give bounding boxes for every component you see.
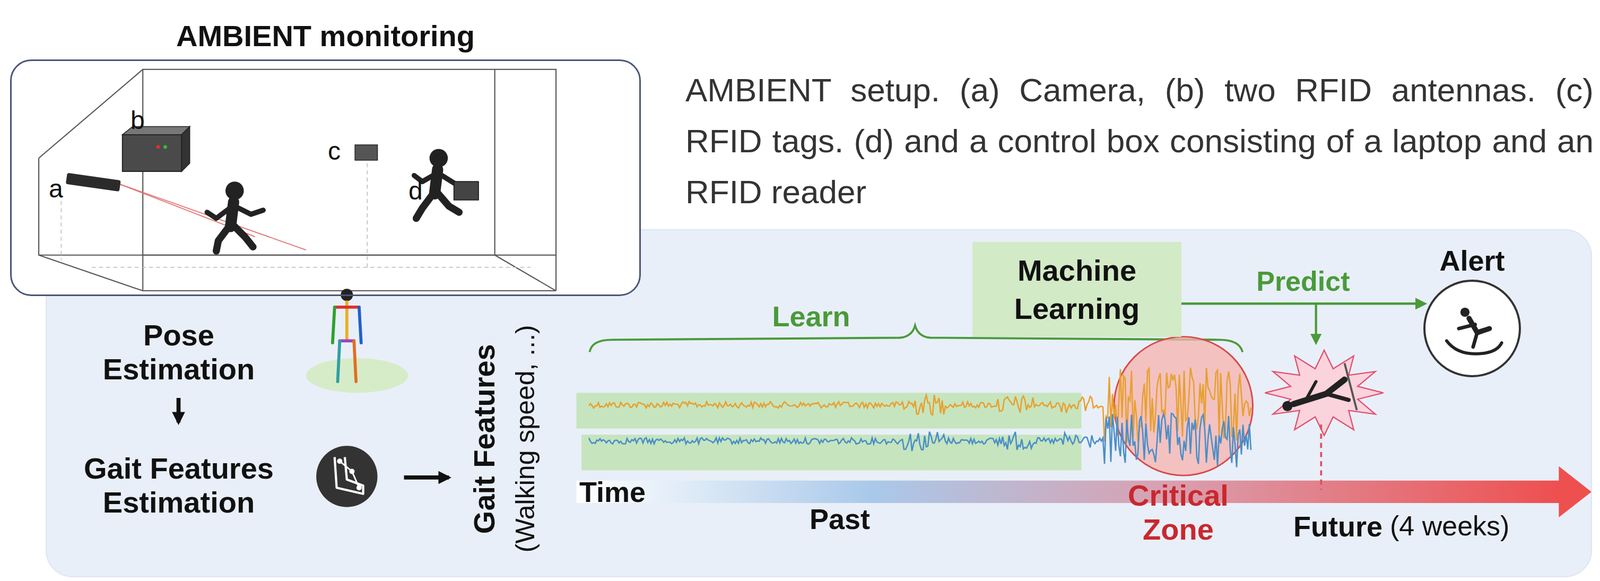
skeleton-figure xyxy=(334,305,360,309)
skeleton-figure xyxy=(339,338,354,343)
caption: AMBIENT setup. (a) Camera, (b) two RFID … xyxy=(685,64,1594,218)
person-with-control-box xyxy=(454,181,479,200)
foot-icon xyxy=(339,461,352,472)
fall-marker-line xyxy=(1319,424,1323,490)
predict-branch-arrow xyxy=(1315,303,1318,343)
fall-event-icon xyxy=(1344,363,1358,411)
foot-icon xyxy=(316,445,378,507)
axis-label: (4 weeks) xyxy=(1389,510,1510,543)
camera xyxy=(65,172,121,192)
machine-learning-box: Machine Learning xyxy=(972,241,1182,337)
floor-guide xyxy=(61,163,531,268)
corridor-outline xyxy=(555,255,557,291)
rfid-antennas xyxy=(163,144,168,149)
fall-event-icon xyxy=(1293,379,1345,404)
monitoring-panel-fill xyxy=(10,59,641,297)
callout-letter: d xyxy=(408,176,430,206)
axis-label: Future xyxy=(1293,509,1383,543)
corridor-outline xyxy=(142,255,144,291)
axis-label: Past xyxy=(809,502,871,536)
corridor-outline xyxy=(142,69,556,256)
process-step: Pose Estimation xyxy=(77,318,280,387)
fall-event-icon xyxy=(1265,350,1384,436)
fall-marker-line xyxy=(1320,424,1322,490)
skeleton-figure xyxy=(306,288,408,393)
bracket-label: Learn xyxy=(771,299,850,333)
alert-icon xyxy=(1460,307,1470,317)
fall-event-icon xyxy=(1305,381,1316,400)
floor-guide xyxy=(367,163,369,268)
corridor-outline xyxy=(494,69,496,256)
rfid-antennas xyxy=(156,144,161,149)
alert-icon xyxy=(1458,324,1478,347)
axis-label: Time xyxy=(579,475,646,509)
pose-arrow xyxy=(176,397,181,423)
corridor-outline xyxy=(38,69,556,291)
skeleton-figure xyxy=(332,307,335,343)
fall-event-icon xyxy=(1265,350,1384,436)
edge-label: Predict xyxy=(1256,265,1350,298)
signal-blue xyxy=(588,413,1251,468)
person-with-control-box xyxy=(438,173,456,184)
fall-event-icon xyxy=(1326,393,1349,400)
camera-field xyxy=(118,183,307,250)
corridor-outline xyxy=(38,158,495,256)
skeleton-figure xyxy=(337,340,341,382)
foot-icon xyxy=(316,445,378,507)
axis-title: Gait Features xyxy=(467,343,502,534)
walking-person xyxy=(216,224,231,251)
person-with-control-box xyxy=(414,149,479,219)
camera-field xyxy=(118,183,307,250)
floor-guide xyxy=(61,193,63,260)
feature-arrow xyxy=(404,475,450,480)
foot-icon xyxy=(351,471,359,488)
gait-signal xyxy=(588,367,1251,468)
axis-subtitle: (Walking speed, ...) xyxy=(509,325,541,553)
corridor-outline xyxy=(494,255,556,291)
rfid-antennas xyxy=(181,126,190,172)
pose-arrow xyxy=(178,397,180,423)
walking-person xyxy=(206,181,264,251)
zone-label: Critical Zone xyxy=(1093,478,1264,547)
rfid-tag xyxy=(354,144,378,161)
walking-person xyxy=(232,224,253,247)
camera xyxy=(65,172,121,192)
rfid-antennas xyxy=(122,134,182,172)
panel-heading: AMBIENT monitoring xyxy=(11,18,640,54)
foot-icon xyxy=(334,457,364,494)
predict-branch-arrow xyxy=(1315,303,1317,343)
alert-node: Alert xyxy=(1411,244,1534,378)
node-heading: Alert xyxy=(1439,244,1505,277)
floor-guide xyxy=(91,266,531,268)
box-label: Machine Learning xyxy=(979,251,1175,328)
time-axis xyxy=(1558,466,1592,518)
time-axis xyxy=(576,466,1591,518)
alert-icon xyxy=(1446,340,1502,354)
alert-icon xyxy=(1424,280,1521,377)
process-step: Gait Features Estimation xyxy=(62,451,296,520)
rfid-tag xyxy=(354,144,378,161)
signal-orange xyxy=(588,367,1251,443)
callout-letter: b xyxy=(130,105,152,135)
feature-arrow xyxy=(404,476,450,478)
time-axis xyxy=(576,480,1561,503)
callout-letter: a xyxy=(48,174,71,204)
monitoring-panel: AMBIENT monitoring xyxy=(10,59,641,297)
walking-person xyxy=(206,205,233,219)
walking-person xyxy=(234,205,264,214)
callout-letter: c xyxy=(327,136,350,166)
alert-circle xyxy=(1423,279,1521,378)
corridor-outline xyxy=(38,255,143,291)
alert-icon xyxy=(1424,280,1521,377)
predict-arrow xyxy=(1181,302,1425,306)
skeleton-figure xyxy=(359,307,362,343)
skeleton-figure xyxy=(353,340,356,382)
